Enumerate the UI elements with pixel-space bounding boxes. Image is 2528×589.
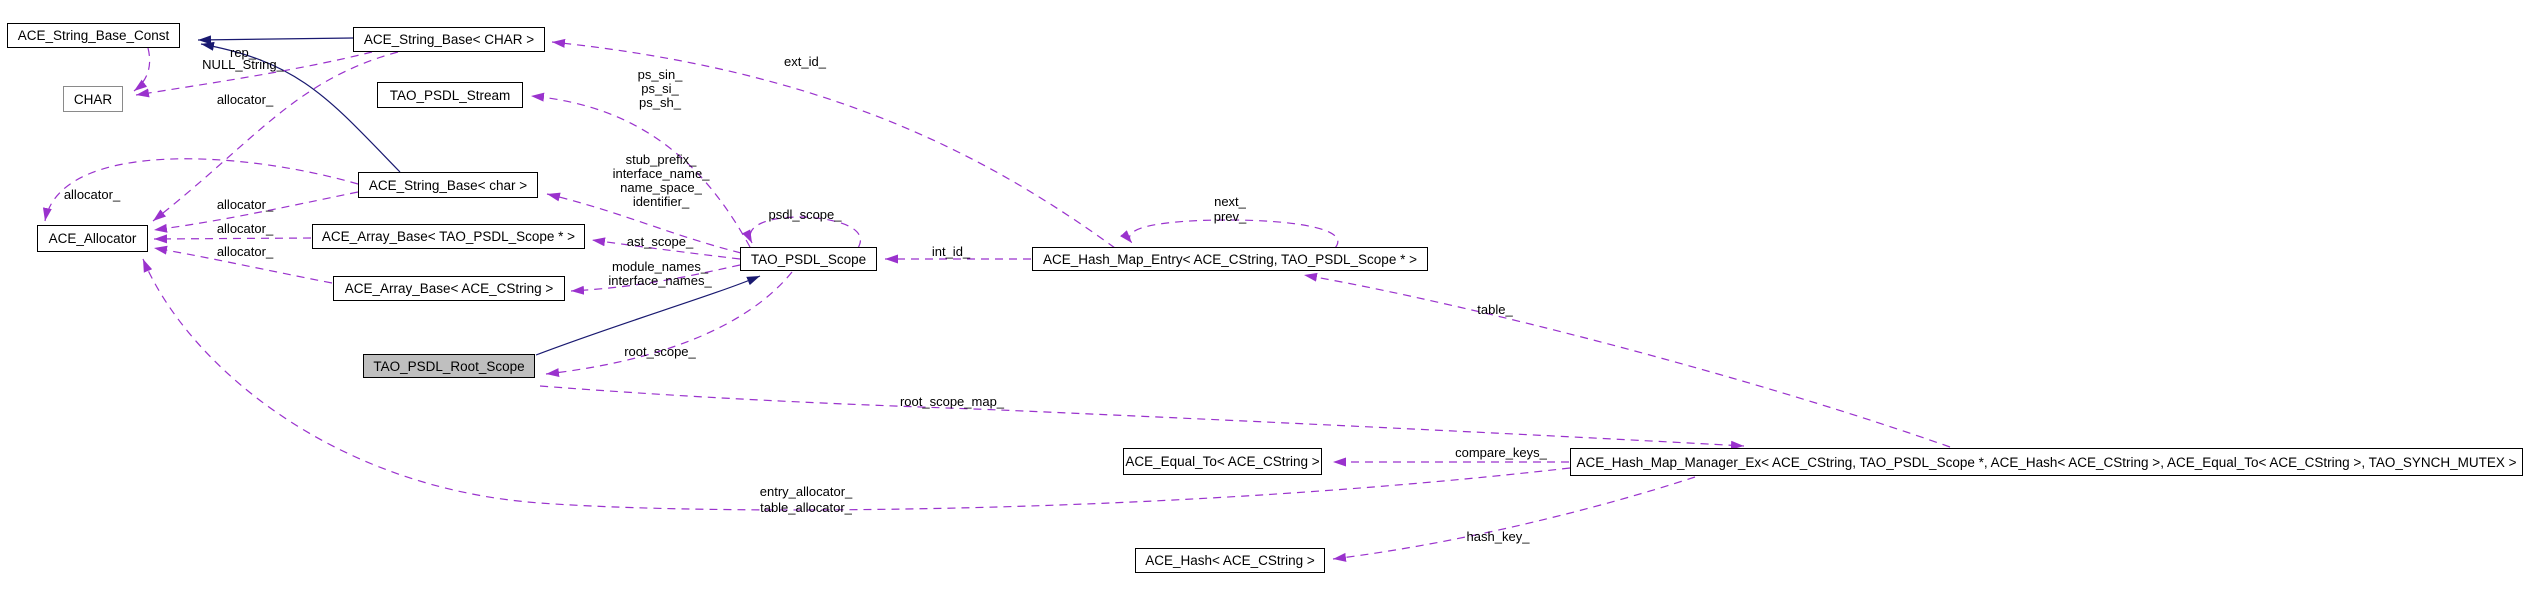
edge-label-ext-id: ext_id_: [784, 54, 826, 69]
node-ace-hash-map-manager-ex[interactable]: ACE_Hash_Map_Manager_Ex< ACE_CString, TA…: [1570, 448, 2523, 476]
edge-label-identifier: identifier_: [632, 194, 690, 209]
edge-module-names: [570, 264, 741, 295]
edge-label-hash-key: hash_key_: [1466, 529, 1530, 544]
edge-null-string: [133, 47, 151, 92]
node-ace-hash[interactable]: ACE_Hash< ACE_CString >: [1135, 548, 1325, 573]
edge-label-ps-sh: ps_sh_: [639, 95, 681, 110]
edge-hash-key: [1332, 476, 1696, 562]
edge-allocator-from-stringchar: [153, 191, 359, 233]
node-ace-array-base-scope[interactable]: ACE_Array_Base< TAO_PSDL_Scope * >: [312, 224, 585, 249]
edge-label-rep: rep_: [229, 45, 257, 60]
edge-entry-table-allocator: [142, 258, 1571, 511]
node-ace-string-base-char[interactable]: ACE_String_Base< char >: [358, 172, 538, 198]
edge-label-allocator-4: allocator_: [216, 221, 274, 236]
edge-allocator-from-arraybase-cstring: [153, 245, 333, 284]
edge-psdl-scope-selfloop: [742, 216, 861, 249]
edge-label-interface-names: interface_names_: [608, 273, 712, 288]
node-ace-equal-to[interactable]: ACE_Equal_To< ACE_CString >: [1123, 448, 1322, 475]
edge-label-allocator-2: allocator_: [63, 187, 121, 202]
node-tao-psdl-root-scope: TAO_PSDL_Root_Scope: [363, 354, 535, 378]
edge-label-allocator-5: allocator_: [216, 244, 274, 259]
edge-label-compare-keys: compare_keys_: [1455, 445, 1547, 460]
node-ace-string-base-CHAR[interactable]: ACE_String_Base< CHAR >: [353, 27, 545, 52]
edge-label-allocator-1: allocator_: [216, 92, 274, 107]
edge-ext-id: [551, 38, 1116, 249]
edge-label-ps-si: ps_si_: [641, 81, 679, 96]
edge-ast-scope: [591, 237, 741, 260]
edge-rep: [135, 51, 373, 98]
edge-label-name-space: name_space_: [620, 180, 702, 195]
edge-label-root-scope-map: root_scope_map_: [899, 394, 1005, 409]
edge-label-interface-name: interface_name_: [612, 166, 710, 181]
edge-label-prev: prev_: [1213, 209, 1247, 224]
edge-root-scope-map: [539, 385, 1745, 450]
edge-allocator-from-stringCHAR: [152, 51, 399, 222]
edge-label-root-scope: root_scope_: [624, 344, 696, 359]
edge-label-null-string: NULL_String_: [202, 57, 284, 72]
edge-next-prev-selfloop: [1120, 219, 1339, 249]
node-ace-array-base-cstring[interactable]: ACE_Array_Base< ACE_CString >: [333, 276, 565, 301]
edge-allocator-arc: [42, 158, 359, 222]
edge-label-allocator-3: allocator_: [216, 197, 274, 212]
edge-label-stub-prefix: stub_prefix_: [625, 152, 697, 167]
edge-inherit-stringbaseCHAR-const: [197, 35, 354, 45]
edge-label-entry-allocator: entry_allocator_: [759, 484, 853, 499]
edge-label-int-id: int_id_: [931, 244, 971, 259]
node-ace-string-base-const[interactable]: ACE_String_Base_Const: [7, 23, 180, 48]
edge-label-table-allocator: table_allocator_: [760, 500, 852, 515]
edge-ps-streams: [530, 92, 751, 248]
edge-label-module-names: module_names_: [611, 259, 709, 274]
edge-label-ast-scope: ast_scope_: [626, 234, 694, 249]
edge-table: [1303, 272, 1951, 448]
node-char[interactable]: CHAR: [63, 86, 123, 112]
edge-inherit-rootscope-scope: [535, 275, 761, 356]
edge-label-next: next_: [1214, 194, 1246, 209]
edge-root-scope: [545, 271, 793, 378]
edge-stub-prefix: [546, 192, 742, 254]
edge-inherit-stringbasechar-const: [200, 41, 401, 173]
edge-label-ps-sin: ps_sin_: [637, 67, 683, 82]
node-tao-psdl-scope[interactable]: TAO_PSDL_Scope: [740, 247, 877, 271]
edge-label-psdl-scope: psdl_scope_: [768, 207, 842, 222]
node-ace-allocator[interactable]: ACE_Allocator: [37, 225, 148, 252]
node-ace-hash-map-entry[interactable]: ACE_Hash_Map_Entry< ACE_CString, TAO_PSD…: [1032, 247, 1428, 271]
edge-allocator-from-arraybase-scope: [153, 234, 312, 244]
edge-label-table: table_: [1477, 302, 1513, 317]
node-tao-psdl-stream[interactable]: TAO_PSDL_Stream: [377, 82, 523, 108]
